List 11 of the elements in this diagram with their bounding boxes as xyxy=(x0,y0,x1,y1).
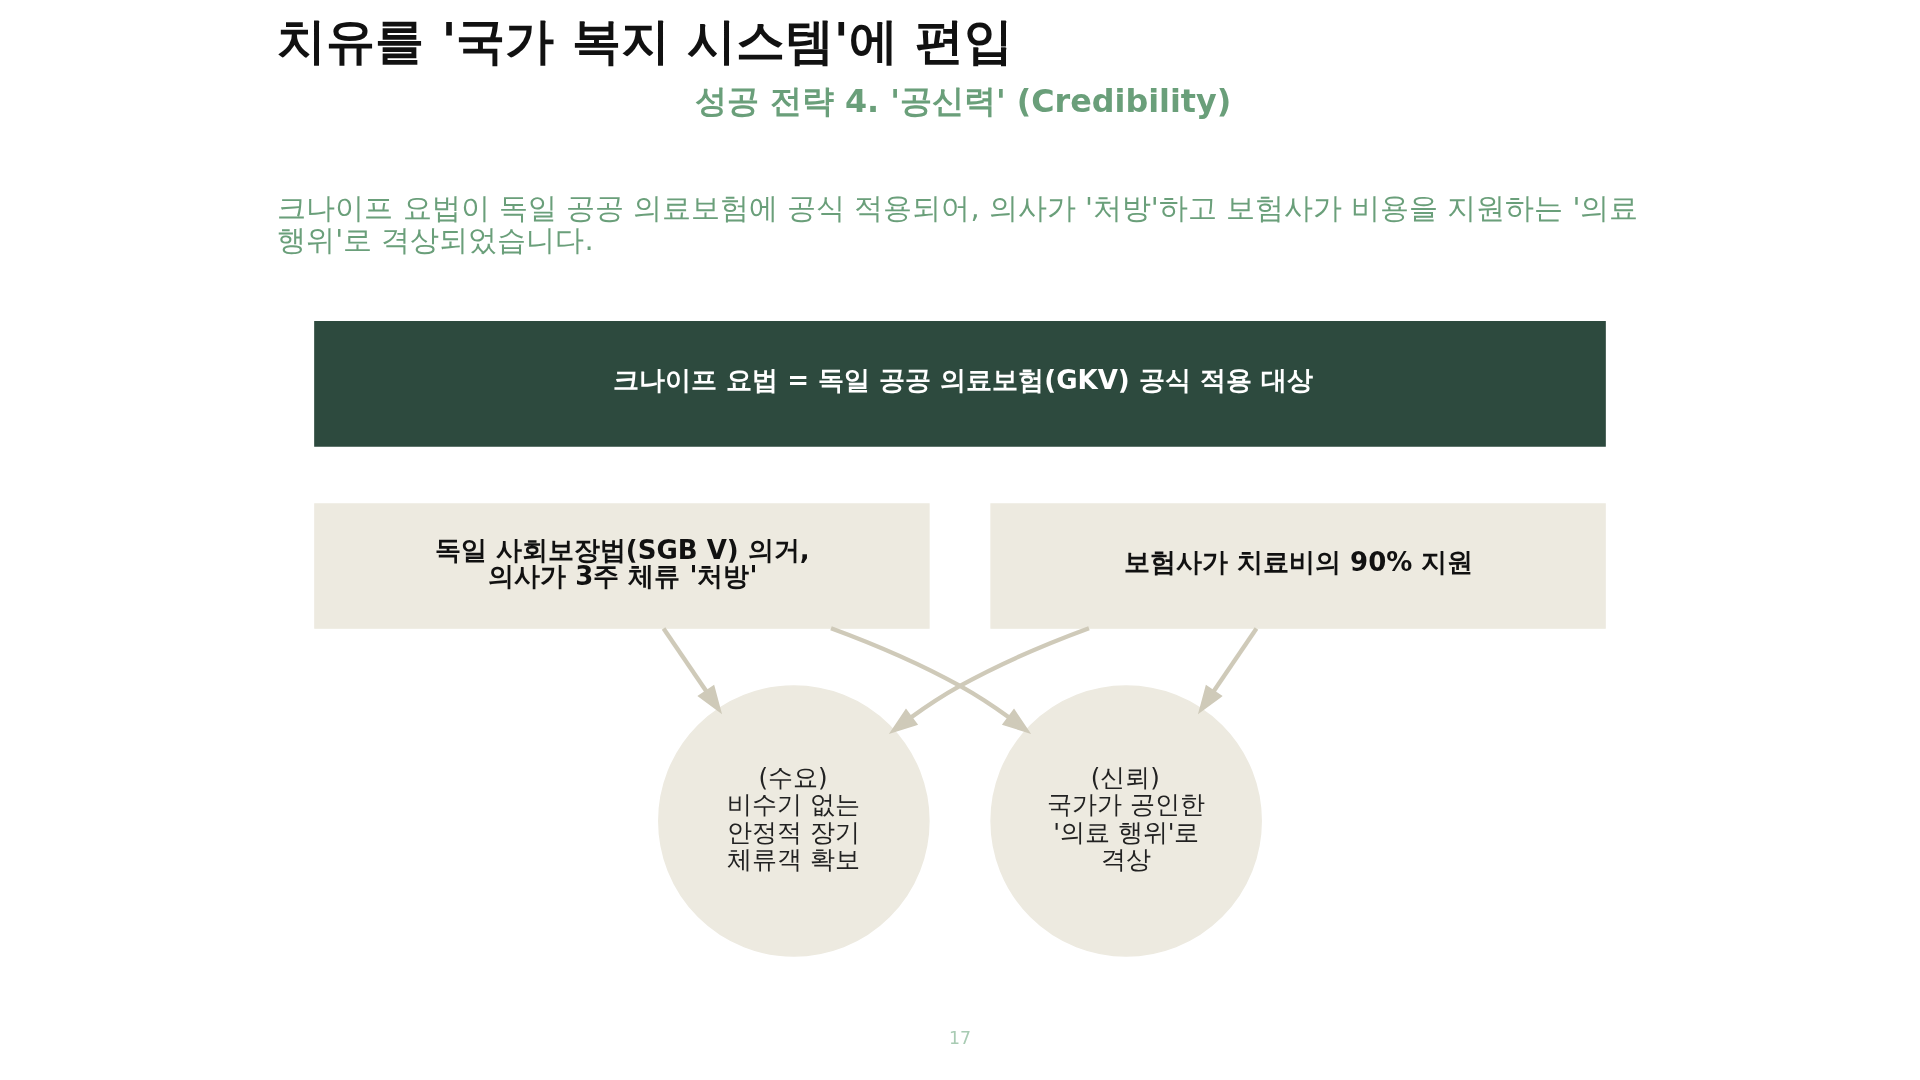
node-box: 크나이프 요법 = 독일 공공 의료보험(GKV) 공식 적용 대상 xyxy=(314,321,1606,447)
label: 성공 전략 4. '공신력' (Credibility) xyxy=(694,82,1232,119)
label: 크나이프 요법이 독일 공공 의료보험에 공식 적용되어, 의사가 '처방'하고 보험사가 비용을 지원하는 '의료 행위'로 격상되었습니다. xyxy=(277,190,1639,257)
arrow xyxy=(888,626,1090,734)
node-box: 보험사가 치료비의 90% 지원 xyxy=(990,503,1606,629)
arrow xyxy=(830,626,1032,734)
label: 17 xyxy=(948,1028,972,1049)
arrow xyxy=(661,627,723,715)
diagram-title: 치유를 '국가 복지 시스템'에 편입 xyxy=(277,11,1013,70)
node-box: 독일 사회보장법(SGB V) 의거, 의사가 3주 체류 '처방' xyxy=(314,503,930,629)
arrow xyxy=(1197,627,1259,715)
